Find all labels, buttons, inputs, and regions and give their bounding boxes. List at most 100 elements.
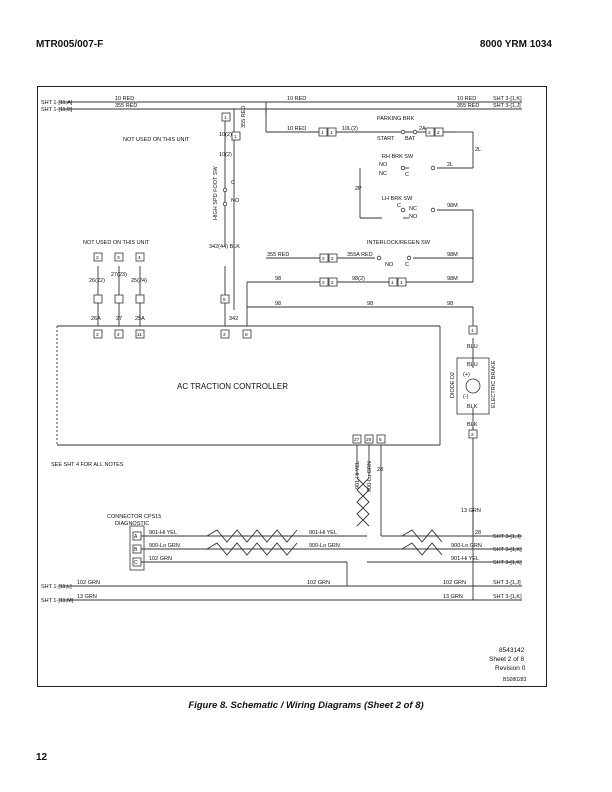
brake-minus-label: (-): [463, 394, 469, 400]
lh-c-label: C: [397, 203, 401, 209]
ref-sht3-1k-c: SHT 3-[1,K]: [493, 594, 522, 600]
terminal-numbers: 1 1 1 1 2 2 2 2 2 2 1 1 2 3 4 2 4 11 5 2…: [96, 115, 474, 443]
terminal-2j: 2: [471, 432, 474, 438]
wire-102-grn-c: 102 GRN: [307, 580, 330, 586]
drawing-revision: Revision 0: [495, 665, 526, 672]
wire-98-c: 98: [367, 301, 373, 307]
not-used-unit-label-b: NOT USED ON THIS UNIT: [83, 240, 150, 246]
terminal-boxes: [93, 112, 490, 571]
ref-sht1-11m: SHT 1-[11,M]: [41, 598, 74, 604]
high-speed-foot-switch-label: HIGH SPD FOOT SW: [213, 166, 219, 220]
component-labels: PARKING BRK START BAT RH BRK SW NO NC C …: [51, 116, 497, 566]
terminal-1: 1: [224, 115, 227, 121]
schematic-diagram: SHT 1-[11,A] SHT 1-[11,B] SHT 3-[1,K] SH…: [41, 96, 527, 683]
terminal-2c: 2: [322, 256, 325, 262]
wire-900-lo-grn-v: 900-Lo GRN: [367, 461, 373, 492]
wire-2a: 2A: [419, 126, 426, 132]
drawing-sheet: Sheet 2 of 8: [489, 656, 524, 663]
rh-c-label: C: [405, 172, 409, 178]
wire-10-red-b: 10 RED: [287, 96, 306, 102]
wire-28-b: 28: [475, 530, 481, 536]
terminal-2b: 2: [437, 130, 440, 136]
hs-c-label: C: [231, 180, 235, 186]
diode-d2-label: DIODE D2: [450, 372, 456, 398]
terminal-3: 3: [117, 255, 120, 261]
wire-98-a: 98: [275, 276, 281, 282]
terminal-1d: 1: [330, 130, 333, 136]
terminal-1c: 1: [321, 130, 324, 136]
terminal-1g: 1: [471, 328, 474, 334]
wire-27: 27: [116, 316, 122, 322]
wire-901-hi-yel-b: 901-Hi YEL: [309, 530, 337, 536]
diagram-frame: [37, 86, 547, 687]
ref-sht3-1j-b: SHT 3-[1,J]: [493, 580, 521, 586]
terminal-5: 5: [223, 297, 226, 303]
wire-98m-a: 98M: [447, 203, 458, 209]
connector-pin-c: C: [134, 560, 138, 566]
wire-2l-a: 2L: [475, 147, 481, 153]
wire-blk-b: BLK: [467, 422, 478, 428]
terminal-1f: 1: [400, 280, 403, 286]
wire-900-lo-grn-b: 900-Lo GRN: [309, 543, 340, 549]
terminal-4b: 4: [117, 332, 120, 338]
model-number: 8000 YRM 1034: [479, 39, 552, 50]
wire-355-red-c: 355 RED: [267, 252, 289, 258]
ref-sht1-11a: SHT 1-[11,A]: [41, 100, 73, 106]
wire-355-red-v: 355 RED: [241, 106, 247, 128]
document-id: MTR005/007-F: [36, 39, 104, 50]
wire-355-red-b: 355 RED: [457, 103, 479, 109]
ref-sht1-11b: SHT 1-[11,B]: [41, 107, 73, 113]
lh-brake-switch-label: LH BRK SW: [382, 196, 413, 202]
terminal-5b: 5: [379, 437, 382, 443]
connector-cps15-label: CONNECTOR CPS15: [107, 514, 161, 520]
interlock-c-label: C: [405, 262, 409, 268]
connector-pin-b: B: [134, 547, 138, 553]
terminal-11: 11: [137, 332, 142, 338]
terminal-1e: 1: [391, 280, 394, 286]
wire-98-d: 98: [447, 301, 453, 307]
wire-10-red-d: 10 RED: [287, 126, 306, 132]
connector-pin-a: A: [134, 534, 138, 540]
terminal-2h: 2: [96, 332, 99, 338]
ref-sht3-1k-top: SHT 3-[1,K]: [493, 96, 522, 102]
drawing-info: 8543142 Sheet 2 of 8 Revision 0 BS080283: [489, 647, 527, 683]
wire-10l2: 10L(2): [342, 126, 358, 132]
wire-355a-red: 355A RED: [347, 252, 373, 258]
wire-2p: 2P: [355, 186, 362, 192]
terminal-2a: 2: [428, 130, 431, 136]
wire-98m-c: 98M: [447, 276, 458, 282]
terminal-28: 28: [366, 437, 372, 443]
terminal-2i: 2: [223, 332, 226, 338]
wire-25a: 25A: [135, 316, 145, 322]
wire-102-grn-d: 102 GRN: [443, 580, 466, 586]
terminal-2d: 2: [331, 256, 334, 262]
wire-27-23: 27(23): [111, 272, 127, 278]
switch-contacts: [222, 129, 436, 261]
terminal-2f: 2: [331, 280, 334, 286]
hs-no-label: NO: [231, 198, 240, 204]
wire-26a: 26A: [91, 316, 101, 322]
rh-nc-label: NC: [379, 171, 387, 177]
wire-98-2: 98(2): [352, 276, 365, 282]
sheet-refs: SHT 1-[11,A] SHT 1-[11,B] SHT 3-[1,K] SH…: [41, 96, 522, 604]
connector-diagnostic-label: DIAGNOSTIC: [115, 521, 149, 527]
wire-900-lo-grn-a: 900-Lo GRN: [149, 543, 180, 549]
wire-901-hi-yel-a: 901-Hi YEL: [149, 530, 177, 536]
wire-900-lo-grn-c: 900-Lo GRN: [451, 543, 482, 549]
terminal-4: 4: [138, 255, 141, 261]
wire-13-grn-c: 13 GRN: [443, 594, 463, 600]
wire-25-24: 25(24): [131, 278, 147, 284]
ref-sht3-1j-top: SHT 3-[1,J]: [493, 103, 521, 109]
interlock-switch-label: INTERLOCK/REGEN SW: [367, 240, 431, 246]
see-sheet4-notes: SEE SHT 4 FOR ALL NOTES: [51, 462, 124, 468]
wire-10-red-a: 10 RED: [115, 96, 134, 102]
lh-no-label: NO: [409, 214, 418, 220]
ref-sht3-1k-b: SHT 3-[1,K]: [493, 560, 522, 566]
terminal-2g: 2: [96, 255, 99, 261]
wire-342-44-blk: 342(44) BLK: [209, 244, 240, 250]
page-number: 12: [36, 752, 48, 763]
rh-brake-switch-label: RH BRK SW: [382, 154, 414, 160]
terminal-2e: 2: [322, 280, 325, 286]
wire-28-a: 28: [377, 467, 383, 473]
wire-102-grn-a: 102 GRN: [149, 556, 172, 562]
